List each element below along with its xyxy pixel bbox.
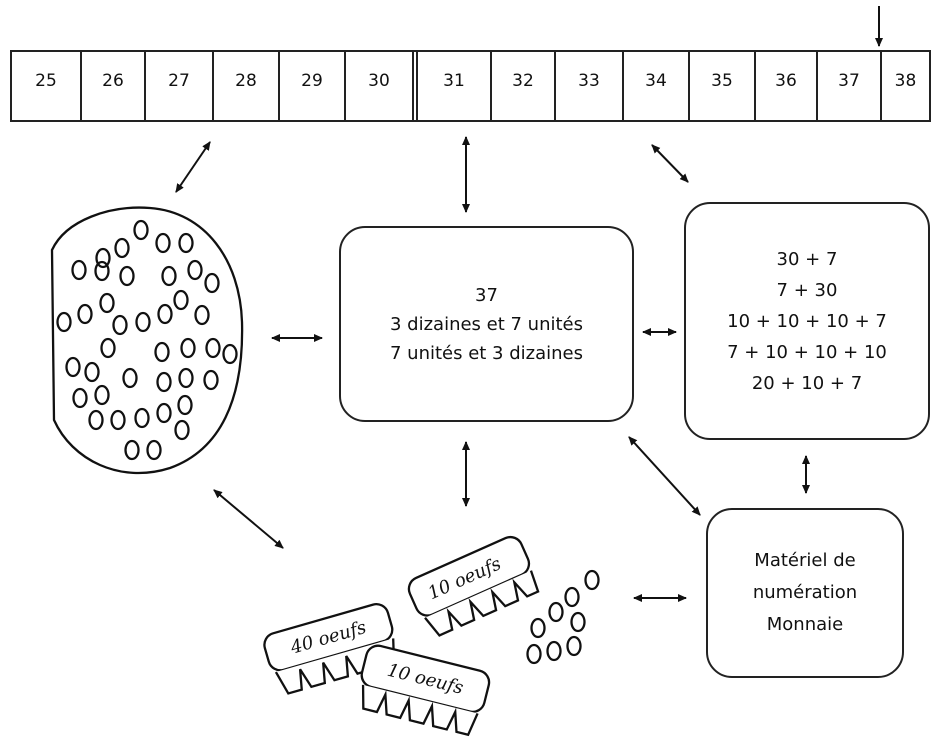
number-cell: 31 [418,52,492,120]
arrow [628,436,701,516]
number-representation-box: 37 3 dizaines et 7 unités 7 unités et 3 … [339,226,634,422]
loose-eggs [526,569,600,665]
material-box: Matériel de numération Monnaie [706,508,904,678]
loose-eggs [56,219,238,461]
number-cell: 27 [146,52,214,120]
number-cell: 25 [12,52,82,120]
box-line: Monnaie [766,614,844,635]
number-cell: 38 [894,71,917,91]
arrow [651,144,689,183]
box-line: 7 + 30 [776,279,838,301]
box-line: 7 + 10 + 10 + 10 [727,341,887,363]
number-cell: 29 [280,52,346,120]
box-line: 3 dizaines et 7 unités [389,313,584,335]
number-line: 25 26 27 28 29 30 31 32 33 34 35 36 37 3… [10,50,931,122]
egg-collection [50,206,244,475]
box-line: 30 + 7 [776,248,838,270]
number-cell: 33 [556,52,624,120]
number-cell: 32 [492,52,556,120]
box-line: 7 unités et 3 dizaines [389,342,584,364]
box-line: Matériel de [754,550,856,571]
number-cell: 30 [346,52,418,120]
box-line: numération [752,582,858,603]
number-cell: 37 [818,52,882,120]
arrow [175,141,211,193]
number-cell: 26 [82,52,146,120]
box-line: 37 [475,284,498,306]
arrow [213,489,284,549]
number-cell: 28 [214,52,280,120]
sums-box: 30 + 7 7 + 30 10 + 10 + 10 + 7 7 + 10 + … [684,202,930,440]
box-line: 20 + 10 + 7 [751,372,863,394]
egg-carton: 10 oeufs [407,535,540,637]
number-cell: 35 [690,52,756,120]
number-cell: 36 [756,52,818,120]
box-line: 10 + 10 + 10 + 7 [727,310,887,332]
number-cell: 34 [624,52,690,120]
egg-carton: 10 oeufs [360,644,491,737]
